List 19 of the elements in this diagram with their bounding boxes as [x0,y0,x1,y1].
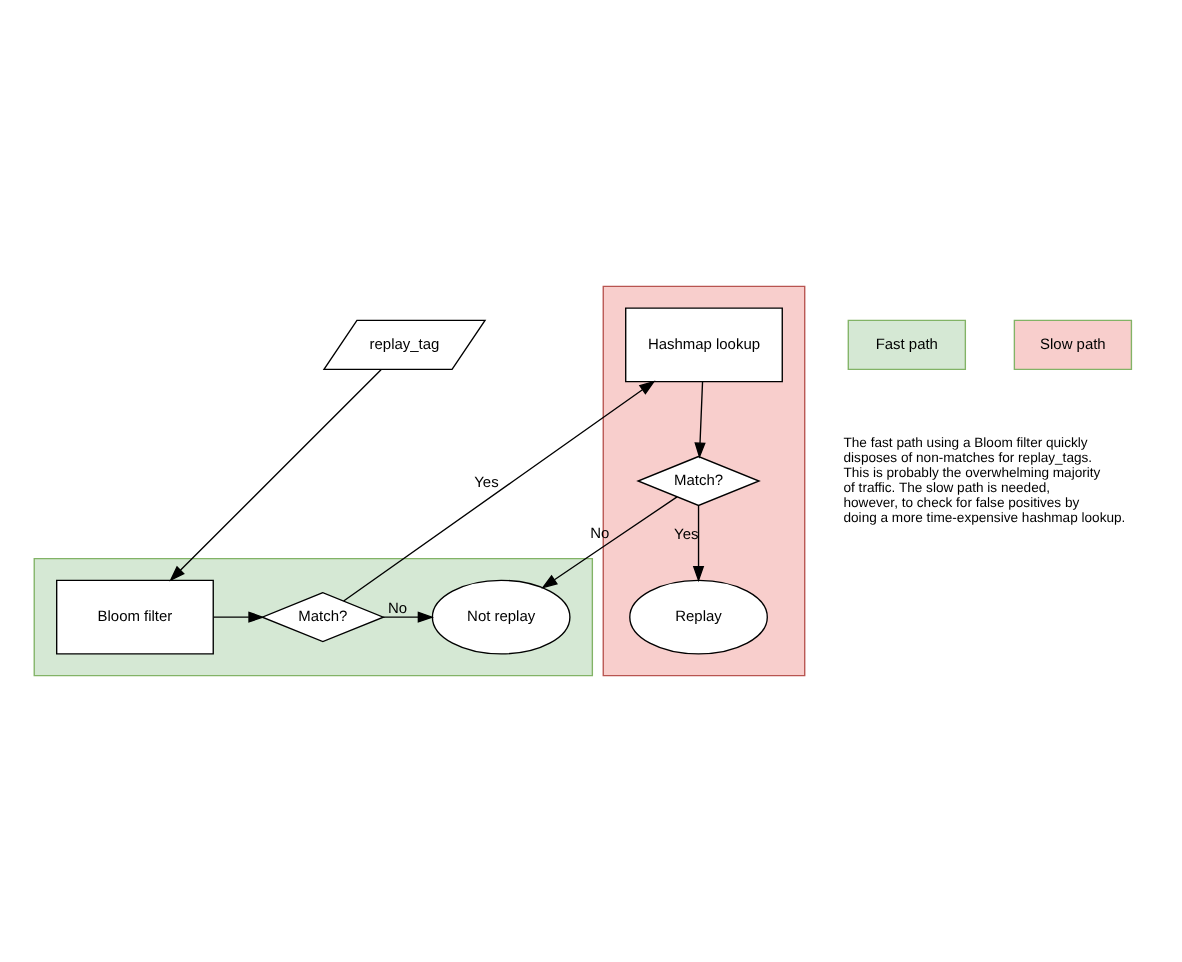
legend-label: Slow path [1040,334,1106,353]
arrow [382,611,435,623]
node-diamond: Match? [636,455,761,507]
arrow [541,496,678,589]
cluster [33,557,594,677]
node-diamond: Match? [260,591,386,643]
node-ellipse: Not replay [431,579,571,655]
edge-label: Yes [674,524,699,543]
node-ellipse: Replay [629,579,768,655]
arrow [692,504,705,583]
arrow [694,380,706,459]
edge-label: Yes [474,473,499,492]
arrow [169,369,382,582]
node-box: Hashmap lookup [625,307,783,383]
legend-label: Fast path [875,334,938,353]
node-box: Bloom filter [56,579,214,655]
arrow [212,611,265,623]
arrow [342,380,656,602]
edge-label: No [388,598,408,617]
